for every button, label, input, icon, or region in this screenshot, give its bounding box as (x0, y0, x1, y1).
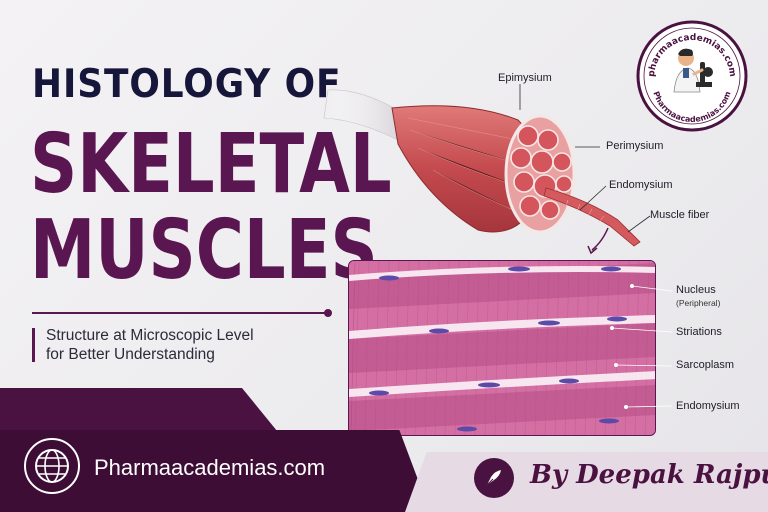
label-epimysium: Epimysium (498, 72, 552, 84)
subtitle-line-2: for Better Understanding (46, 346, 215, 363)
label-perimysium: Perimysium (606, 140, 664, 152)
label-endomysium-top: Endomysium (609, 179, 673, 191)
author-credit: By Deepak Rajput (530, 460, 768, 490)
site-logo-badge: pharmaacademias.com Pharmaacademias.com (636, 20, 748, 132)
title-line-2: SKELETAL (30, 117, 392, 212)
title-divider-dot (324, 309, 332, 317)
website-link[interactable]: Pharmaacademias.com (94, 455, 326, 480)
subtitle: Structure at Microscopic Level for Bette… (46, 326, 336, 364)
label-nucleus-peripheral: (Peripheral) (676, 298, 721, 308)
scientist-microscope-icon (673, 48, 713, 93)
subtitle-line-1: Structure at Microscopic Level (46, 327, 254, 344)
label-nucleus: Nucleus (676, 284, 716, 296)
pen-nib-icon (474, 458, 514, 498)
title-line-1: HISTOLOGY OF (32, 62, 342, 107)
title-line-3: MUSCLES (30, 203, 378, 298)
label-muscle-fiber: Muscle fiber (650, 209, 710, 221)
footer-band-right (405, 452, 768, 512)
title-divider (32, 312, 328, 314)
histology-micrograph (348, 260, 656, 436)
label-striations: Striations (676, 326, 722, 338)
muscle-cross-section-illustration (318, 70, 658, 260)
label-endomysium-micro: Endomysium (676, 400, 740, 412)
subtitle-accent-bar (32, 328, 35, 362)
label-sarcoplasm: Sarcoplasm (676, 359, 735, 371)
globe-icon (24, 438, 80, 494)
